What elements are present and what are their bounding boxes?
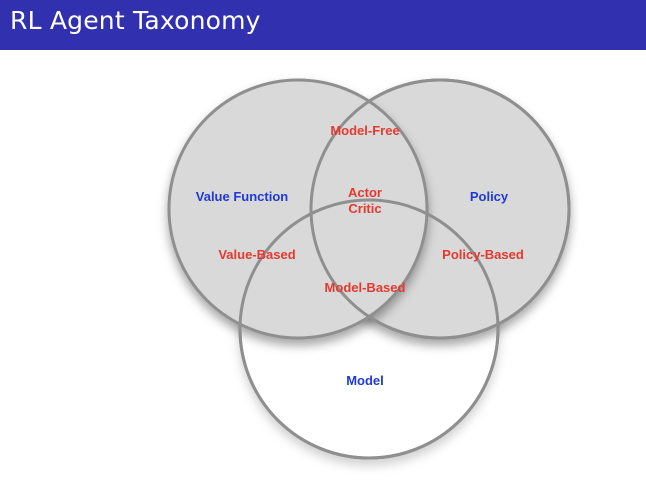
actor-critic-label-line2: Critic	[348, 201, 381, 216]
policy-based-label: Policy-Based	[442, 247, 524, 262]
title-bar: RL Agent Taxonomy	[0, 0, 646, 50]
value-function-circle	[167, 78, 429, 340]
value-based-label: Value-Based	[218, 247, 295, 262]
model-circle-outline	[238, 198, 500, 460]
model-free-label: Model-Free	[330, 123, 399, 138]
value-function-label: Value Function	[196, 189, 289, 204]
policy-circle-outline	[309, 78, 571, 340]
actor-critic-label-line1: Actor	[348, 185, 382, 200]
slide-title: RL Agent Taxonomy	[10, 6, 261, 35]
policy-label: Policy	[470, 189, 509, 204]
model-label: Model	[346, 373, 384, 388]
model-based-label: Model-Based	[325, 280, 406, 295]
